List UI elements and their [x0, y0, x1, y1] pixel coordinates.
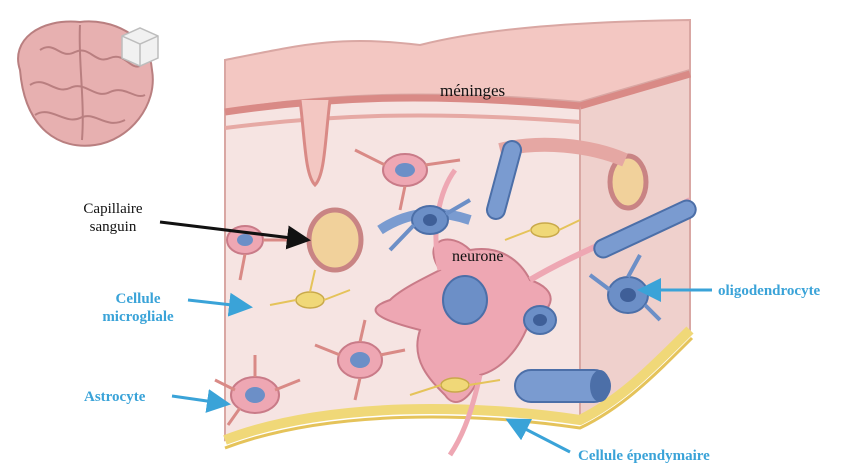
microgliale-label-line2: microgliale	[88, 308, 188, 326]
astrocyte-arrow	[172, 396, 228, 404]
tissue-block-icon	[122, 28, 158, 66]
microgliale-label: Cellule microgliale	[88, 290, 188, 326]
ependymaire-label: Cellule épendymaire	[578, 447, 710, 465]
meninges-label: méninges	[440, 82, 505, 100]
microgliale-label-line1: Cellule	[88, 290, 188, 308]
capillaire-label-line2: sanguin	[68, 218, 158, 236]
capillaire-label-line1: Capillaire	[68, 200, 158, 218]
neurone-label: neurone	[452, 248, 504, 266]
oligodendrocyte-label: oligodendrocyte	[718, 282, 820, 300]
astrocyte-label: Astrocyte	[84, 388, 145, 406]
capillaire-label: Capillaire sanguin	[68, 200, 158, 236]
oligodendrocyte-cell	[524, 306, 556, 334]
